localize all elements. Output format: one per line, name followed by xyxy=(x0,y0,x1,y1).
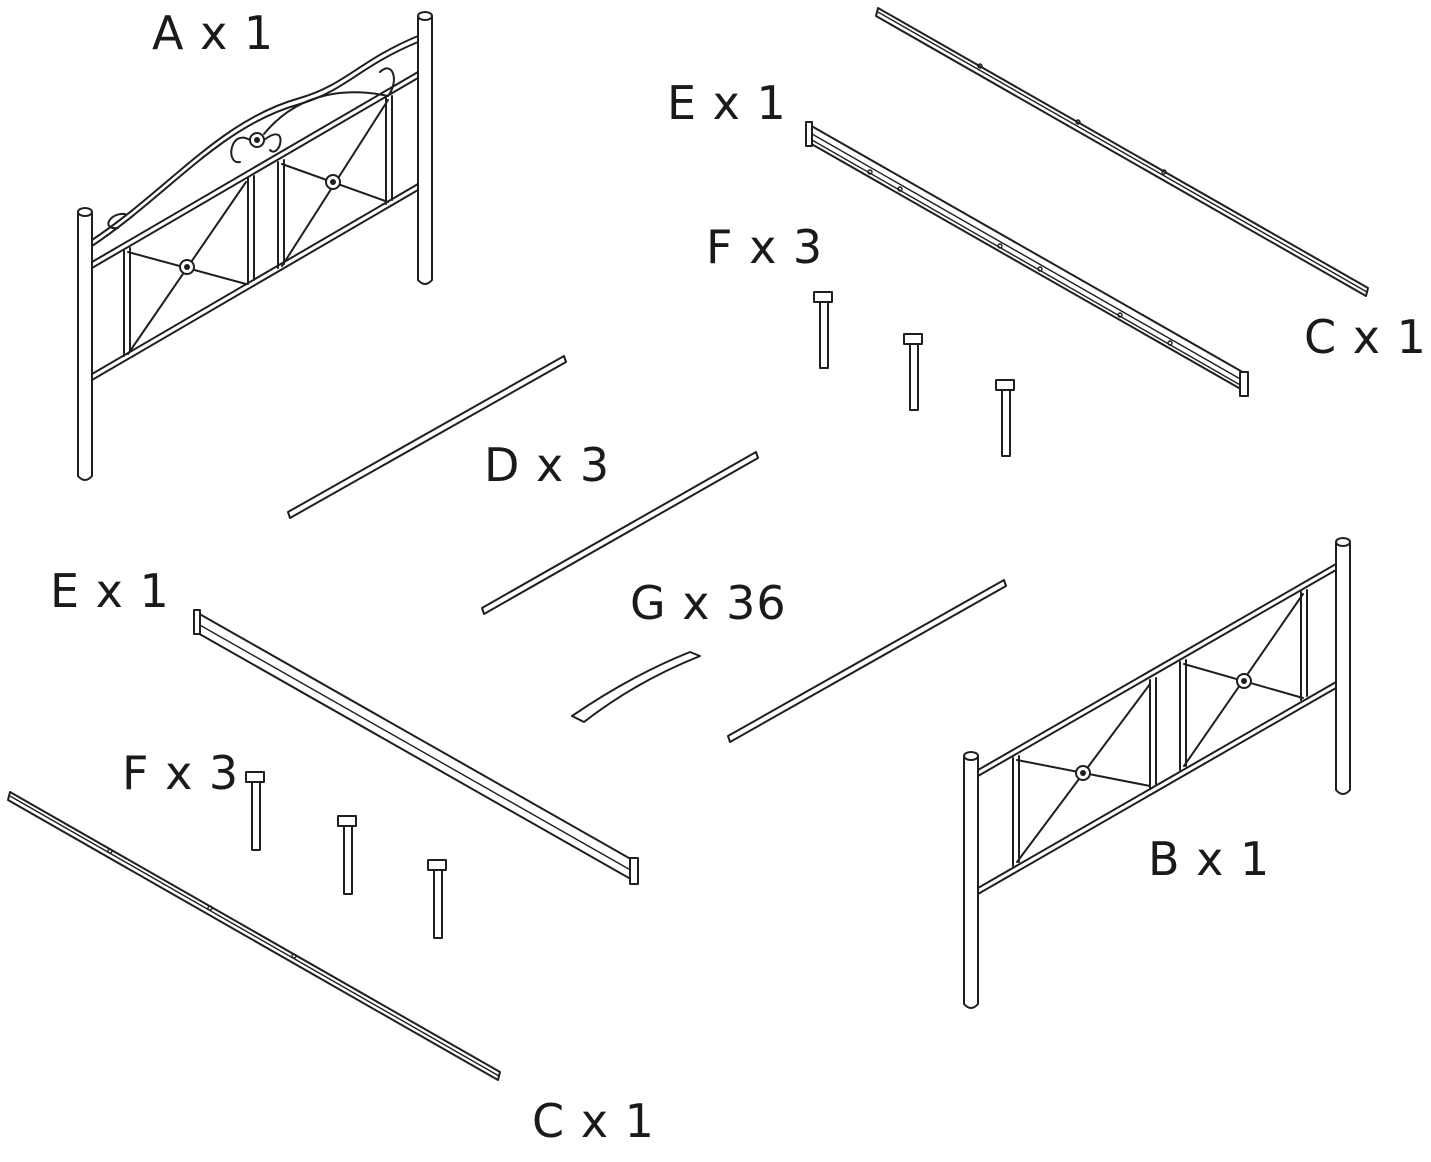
side-rail-e-left xyxy=(193,609,639,885)
label-part-e-top: E x 1 xyxy=(667,76,787,130)
support-bar-d xyxy=(287,355,1007,743)
label-part-c-bottom: C x 1 xyxy=(532,1094,655,1148)
support-legs-f-top xyxy=(813,291,1015,457)
label-part-e-left: E x 1 xyxy=(50,564,170,618)
side-rail-e-top xyxy=(805,121,1249,397)
headboard-a xyxy=(77,11,433,481)
footboard-b xyxy=(963,537,1351,1009)
label-part-c-top: C x 1 xyxy=(1304,310,1427,364)
label-part-g: G x 36 xyxy=(630,576,787,630)
label-part-f-top: F x 3 xyxy=(706,220,824,274)
label-part-d: D x 3 xyxy=(484,438,611,492)
label-part-f-left: F x 3 xyxy=(122,746,240,800)
rail-c-bottom xyxy=(7,791,501,1081)
rail-c-top xyxy=(875,7,1369,297)
label-part-b: B x 1 xyxy=(1148,832,1271,886)
label-part-a: A x 1 xyxy=(152,6,275,60)
support-legs-f-left xyxy=(245,771,447,939)
slat-g xyxy=(571,651,701,723)
